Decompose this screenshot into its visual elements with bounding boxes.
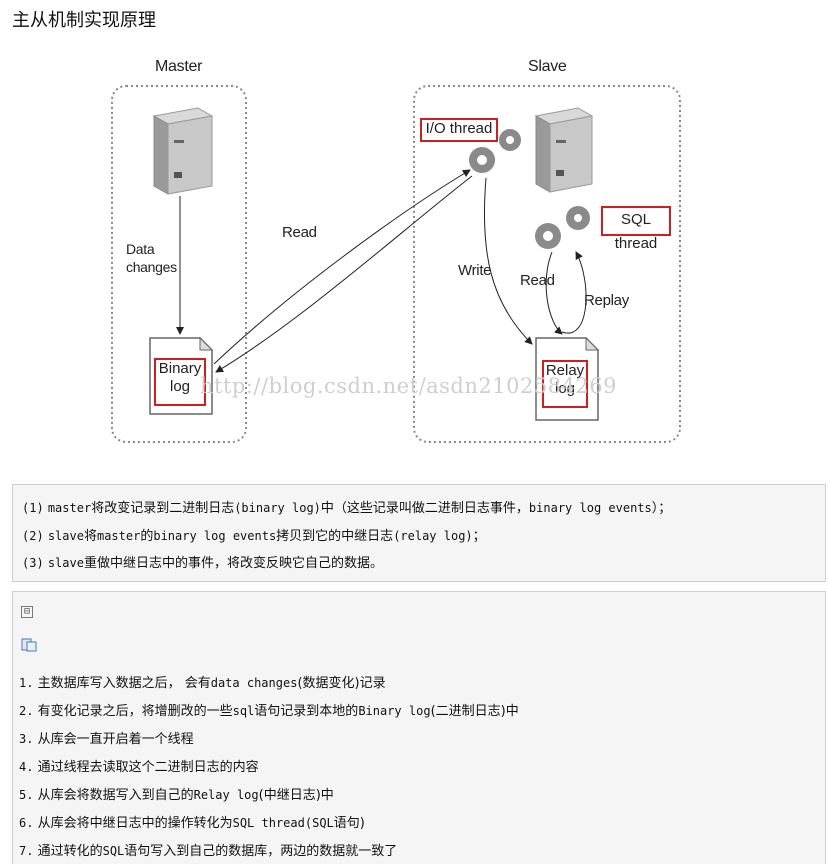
diagram-canvas [111, 85, 681, 443]
step-line-1: (1) master将改变记录到二进制日志(binary log)中（这些记录叫… [22, 501, 672, 516]
data-changes-label: Data changes [126, 241, 177, 275]
relay-log-box: Relay log [542, 360, 588, 408]
write-label: Write [458, 262, 492, 279]
step-line-3: (3) slave重做中继日志中的事件，将改变反映它自己的数据。 [22, 556, 383, 571]
read-relay-label: Read [520, 272, 555, 289]
list-item-4: 4. 通过线程去读取这个二进制日志的内容 [19, 760, 259, 775]
binlog-dump-arrow [215, 175, 473, 373]
master-server-icon [152, 107, 214, 195]
copy-icon[interactable] [21, 636, 37, 652]
list-item-3: 3. 从库会一直开启着一个线程 [19, 732, 194, 747]
list-item-6: 6. 从库会将中继日志中的操作转化为SQL thread(SQL语句) [19, 816, 365, 831]
read-relay-arrow [545, 251, 563, 335]
collapse-icon[interactable]: ⊟ [21, 606, 33, 618]
replay-arrow [561, 251, 587, 334]
write-arrow [483, 177, 533, 345]
explanation-box: ⊟ 1. 主数据库写入数据之后， 会有data changes(数据变化)记录 … [12, 591, 826, 864]
sql-thread-box: SQL thread [601, 206, 671, 252]
master-label: Master [155, 58, 203, 75]
slave-label: Slave [528, 58, 567, 75]
sql-gear-icon [535, 206, 590, 249]
read-label: Read [282, 224, 317, 241]
list-item-2: 2. 有变化记录之后，将增删改的一些sql语句记录到本地的Binary log(… [19, 704, 519, 719]
step-line-2: (2) slave将master的binary log events拷贝到它的中… [22, 529, 486, 544]
watermark: http://blog.csdn.net/asdn2102584269 [200, 374, 618, 398]
list-item-5: 5. 从库会将数据写入到自己的Relay log(中继日志)中 [19, 788, 334, 803]
list-item-1: 1. 主数据库写入数据之后， 会有data changes(数据变化)记录 [19, 676, 386, 691]
read-arrow [213, 169, 471, 365]
replication-diagram: Master Slave I/O thread SQL thread Binar… [100, 52, 760, 462]
binary-log-box: Binary log [154, 358, 206, 406]
io-thread-box: I/O thread [420, 118, 498, 142]
slave-container [413, 85, 681, 443]
io-gear-icon [469, 129, 521, 173]
slave-server-icon [534, 107, 594, 193]
replay-label: Replay [584, 292, 629, 309]
list-item-7: 7. 通过转化的SQL语句写入到自己的数据库，两边的数据就一致了 [19, 844, 398, 859]
steps-box: (1) master将改变记录到二进制日志(binary log)中（这些记录叫… [12, 484, 826, 582]
page-title: 主从机制实现原理 [12, 10, 156, 31]
